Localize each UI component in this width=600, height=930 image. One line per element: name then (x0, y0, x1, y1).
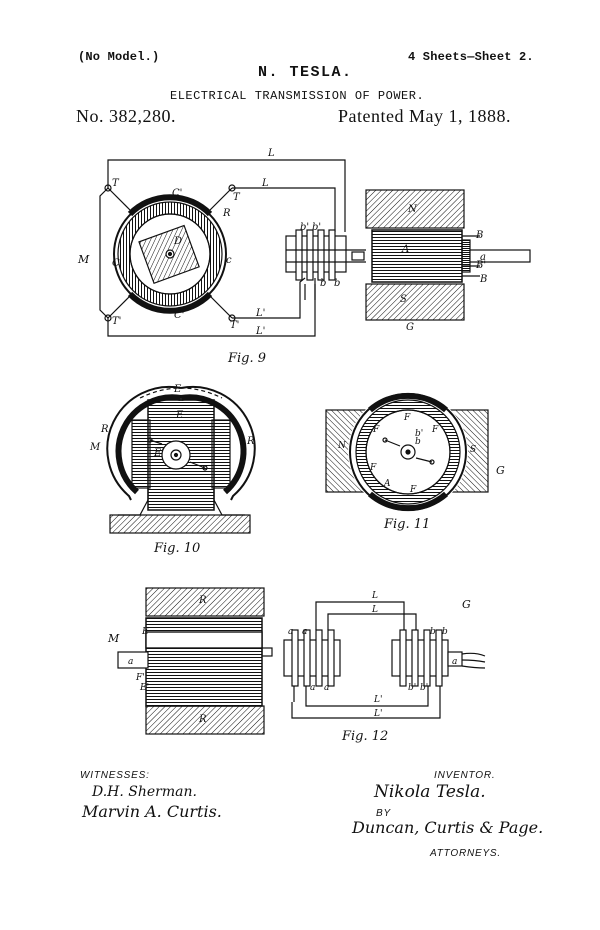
label-G: G (406, 322, 414, 333)
witness-1-signature: D.H. Sherman. (92, 784, 197, 800)
fig10-label-R-right: R (246, 436, 255, 447)
label-C: C (112, 258, 120, 269)
label-a: a (480, 252, 486, 263)
fig12-label-F-prime: F' (135, 673, 145, 683)
fig12-label-a-left: a (128, 657, 133, 667)
label-b-1: b (320, 278, 326, 289)
sheet-number: 4 Sheets—Sheet 2. (408, 50, 534, 64)
fig12-label-b-prime-2: b' (420, 683, 428, 693)
fig12-label-b-prime-1: b' (408, 683, 416, 693)
witnesses-label: WITNESSES: (80, 770, 150, 781)
label-L-mid: L (261, 178, 269, 189)
no-model-note: (No Model.) (78, 50, 160, 64)
fig10-label-E: E (175, 410, 184, 421)
fig11-label-F-lower: F (369, 463, 377, 473)
fig-11-caption: Fig. 11 (383, 517, 430, 532)
inventor-name: N. TESLA. (258, 64, 353, 81)
fig12-label-R-top: R (198, 595, 207, 606)
fig12-label-a-1: a (288, 627, 293, 637)
label-c: c (226, 255, 232, 266)
attorneys-label: ATTORNEYS. (430, 848, 501, 859)
patent-date: Patented May 1, 1888. (338, 106, 511, 126)
label-C-prime-top: C' (172, 188, 182, 199)
fig12-label-a-2: a (302, 627, 307, 637)
fig11-label-b: b (415, 437, 421, 447)
fig-10-labels: E E E' R R M (89, 384, 255, 459)
fig-9-drawing (99, 159, 531, 337)
fig11-label-S: S (470, 445, 476, 455)
fig12-label-M: M (107, 632, 120, 645)
patent-number: No. 382,280. (76, 106, 176, 126)
label-b-prime-1: b' (300, 222, 309, 233)
label-C-prime-bottom: C' (174, 310, 184, 321)
fig12-label-G: G (462, 598, 471, 611)
fig12-label-a-4: a (324, 683, 329, 693)
fig12-label-a-prime: a (452, 657, 457, 667)
fig-11-labels: F F F F F b b' N S A G (337, 413, 505, 495)
label-N: N (407, 204, 418, 215)
label-R: R (222, 208, 231, 219)
label-b-prime-2: b' (312, 222, 321, 233)
patent-title: ELECTRICAL TRANSMISSION OF POWER. (170, 89, 425, 103)
fig12-label-a-3: a (310, 683, 315, 693)
label-L-prime-mid: L' (255, 308, 265, 319)
label-T-right: T (233, 192, 241, 203)
label-L-prime-bottom: L' (255, 326, 265, 337)
by-label: BY (376, 808, 391, 819)
fig12-label-E: E (141, 627, 149, 637)
fig12-label-L-1: L (371, 591, 378, 601)
fig10-label-M: M (89, 442, 101, 453)
label-B-bottom: B (479, 274, 487, 285)
fig11-label-F-top: F (403, 413, 411, 423)
fig11-label-F-bottom: F (409, 485, 417, 495)
fig-12-labels: R R M E F' E' a a a a a L L L' L' b b b'… (107, 591, 471, 725)
fig-9-labels: L L T T C' R D c C M T' C' T' L' L' b' b… (77, 148, 487, 337)
fig-12-drawing (117, 587, 486, 735)
fig12-label-L-prime-2: L' (373, 709, 382, 719)
fig-11-drawing (325, 392, 489, 512)
label-T-prime-left: T' (112, 316, 121, 327)
fig12-label-R-bottom: R (198, 714, 207, 725)
fig12-label-L-prime-1: L' (373, 695, 382, 705)
attorneys-signature: Duncan, Curtis & Page. (352, 818, 544, 837)
fig11-label-F-right: F (431, 425, 439, 435)
witness-2-signature: Marvin A. Curtis. (82, 802, 222, 821)
label-D: D (173, 236, 182, 247)
fig11-label-F-left: F (372, 425, 380, 435)
fig11-label-b-prime: b' (415, 429, 423, 439)
fig-10-caption: Fig. 10 (153, 541, 200, 556)
label-M: M (77, 253, 90, 266)
label-T-left: T (112, 178, 120, 189)
label-B-top: B (475, 230, 483, 241)
fig12-label-b-1: b (430, 627, 436, 637)
fig11-label-N: N (337, 441, 347, 451)
inventor-signature: Nikola Tesla. (374, 782, 486, 802)
label-L-top: L (267, 148, 275, 159)
label-A: A (401, 244, 409, 255)
label-B-prime: B' (475, 260, 486, 271)
fig11-label-A: A (383, 479, 391, 489)
inventor-label: INVENTOR. (434, 770, 496, 781)
label-T-prime-right: T' (230, 320, 239, 331)
fig-9-caption: Fig. 9 (227, 351, 266, 366)
fig11-label-G: G (496, 464, 505, 477)
fig10-label-R-left: R (100, 424, 109, 435)
label-S: S (400, 294, 407, 305)
fig-12-caption: Fig. 12 (341, 729, 388, 744)
label-b-2: b (334, 278, 340, 289)
fig12-label-E-prime: E' (139, 683, 149, 693)
fig12-label-L-2: L (371, 605, 378, 615)
fig12-label-b-2: b (442, 627, 448, 637)
fig10-label-E-prime: E' (153, 448, 164, 459)
fig-10-drawing (106, 385, 256, 534)
fig10-label-E-top: E (173, 384, 182, 395)
